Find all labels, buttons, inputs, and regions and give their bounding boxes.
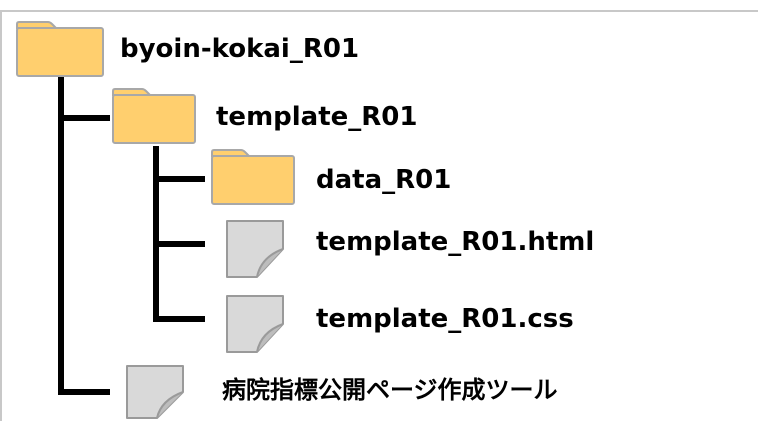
- root-folder-label: byoin-kokai_R01: [120, 34, 360, 64]
- html-branch-line: [153, 241, 205, 247]
- template-folder-label: template_R01: [216, 102, 418, 132]
- tool-file-label: 病院指標公開ページ作成ツール: [222, 376, 558, 404]
- css-branch-line: [153, 316, 205, 322]
- folder-icon: [112, 88, 196, 144]
- tool-branch-line: [58, 389, 110, 395]
- data-branch-line: [153, 176, 205, 182]
- template-trunk-line: [153, 146, 159, 321]
- css-file-label: template_R01.css: [316, 304, 574, 334]
- root-trunk-line: [58, 75, 64, 395]
- file-icon: [226, 295, 284, 353]
- html-file-label: template_R01.html: [316, 227, 595, 257]
- data-folder-label: data_R01: [316, 165, 452, 195]
- file-icon: [126, 365, 184, 419]
- template-branch-line: [58, 115, 110, 121]
- file-icon: [226, 220, 284, 278]
- folder-icon: [16, 21, 104, 77]
- left-border: [0, 10, 2, 421]
- folder-icon: [211, 149, 295, 205]
- top-border: [0, 10, 758, 12]
